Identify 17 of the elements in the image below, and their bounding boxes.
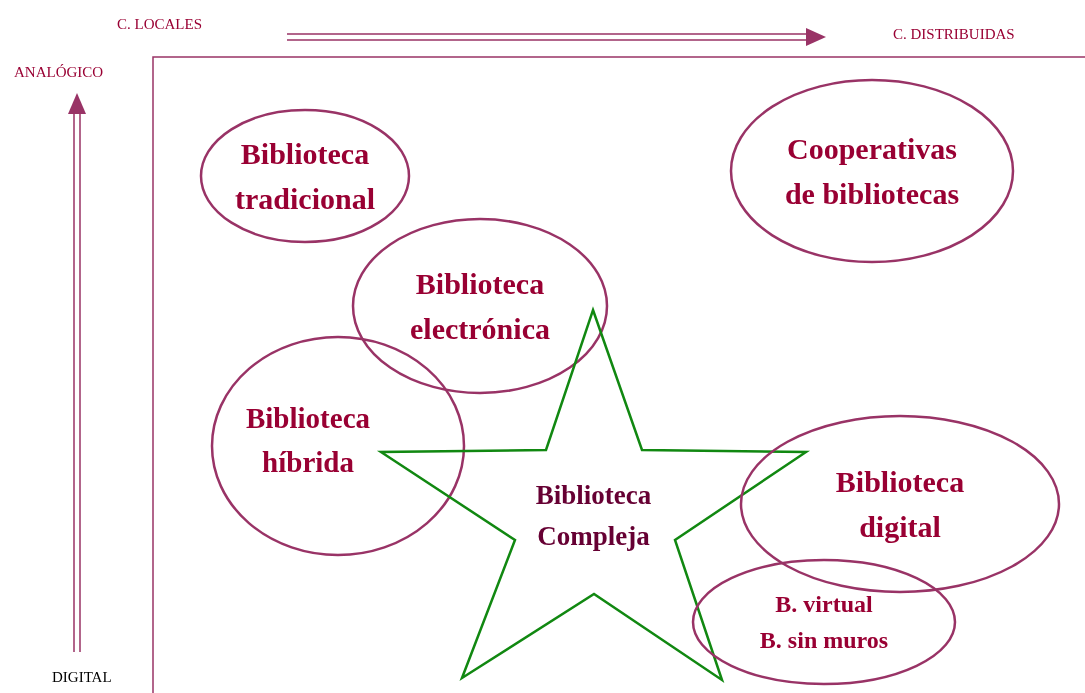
ellipse-node xyxy=(200,109,410,243)
ellipse-node xyxy=(352,218,608,394)
node-label: Biblioteca Compleja xyxy=(534,478,653,553)
node-label: B. virtual xyxy=(775,590,873,619)
node-label: B. sin muros xyxy=(759,626,889,655)
node-label: Biblioteca híbrida xyxy=(244,400,371,479)
ellipse-node xyxy=(730,79,1014,263)
node-label: Biblioteca electrónica xyxy=(409,266,551,347)
axis-label: DIGITAL xyxy=(52,669,112,686)
axis-label: C. LOCALES xyxy=(117,16,202,33)
axis-label: ANALÓGICO xyxy=(14,64,104,81)
node-label: Biblioteca tradicional xyxy=(234,136,376,217)
axis-label: C. DISTRIBUIDAS xyxy=(893,26,1015,43)
node-label: Cooperativas de bibliotecas xyxy=(783,131,961,212)
node-label: Biblioteca digital xyxy=(834,464,966,545)
ellipse-node xyxy=(740,415,1060,593)
ellipse-node xyxy=(692,559,956,685)
